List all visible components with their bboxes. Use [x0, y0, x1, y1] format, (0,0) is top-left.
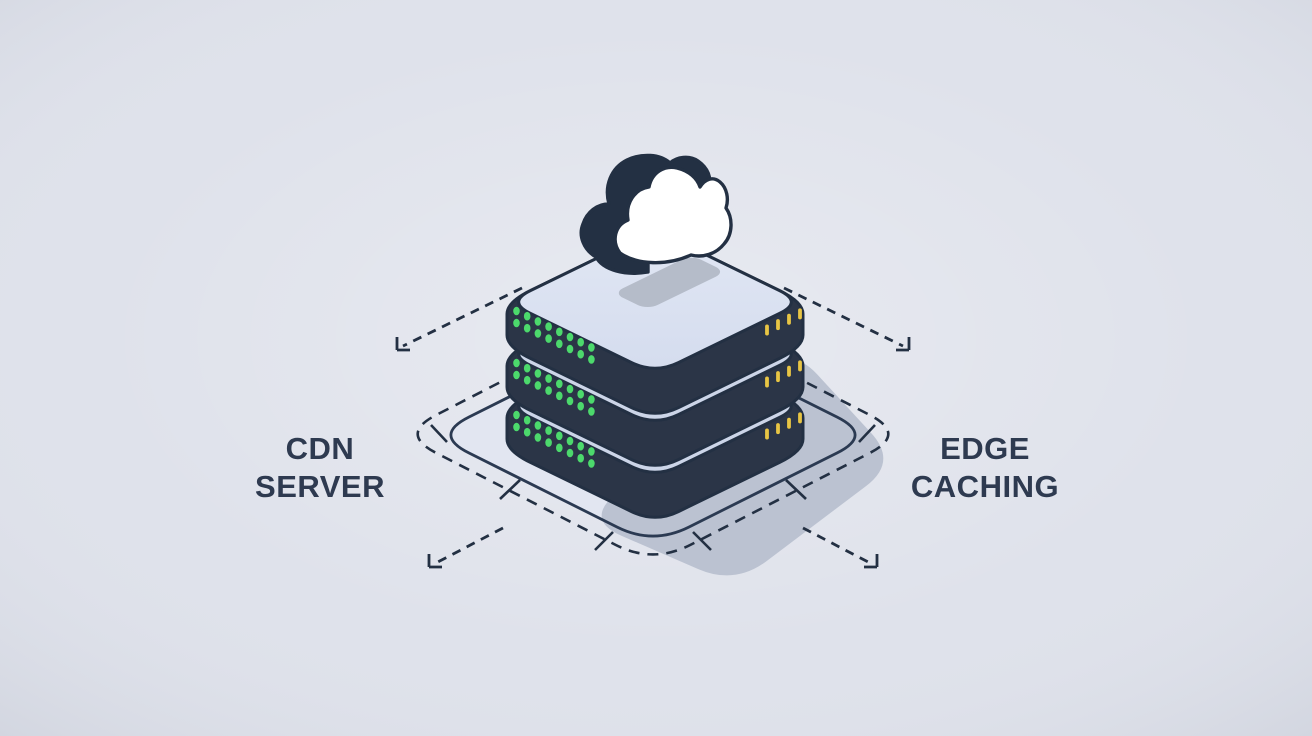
green-led [534, 317, 542, 326]
distribution-arrows [395, 286, 911, 569]
green-led [545, 322, 552, 331]
green-led [566, 396, 574, 406]
arrow-head [427, 554, 442, 569]
green-led [523, 375, 531, 385]
arrow-line [402, 286, 523, 348]
green-led [556, 327, 563, 337]
label-edge-caching-line1: EDGE [940, 431, 1030, 466]
green-led [545, 334, 552, 343]
green-led [566, 384, 574, 394]
arrow-head [864, 554, 879, 569]
green-led [513, 358, 520, 368]
yellow-led [798, 360, 802, 372]
label-cdn-server-line2: SERVER [255, 469, 385, 504]
green-led [588, 447, 595, 456]
green-led [566, 332, 574, 342]
yellow-led [776, 371, 780, 383]
arrow-line [802, 526, 873, 566]
arrow-line [783, 286, 904, 348]
connector-tick [692, 531, 712, 551]
green-led [523, 427, 531, 437]
green-led [588, 459, 595, 468]
green-led [545, 374, 552, 383]
green-led [577, 401, 584, 411]
green-led [513, 306, 520, 316]
green-led [534, 369, 542, 378]
cloud-front [613, 165, 733, 265]
server-top-pad [618, 257, 721, 307]
green-led [513, 410, 520, 420]
connector-tick [594, 531, 614, 551]
green-led [513, 370, 520, 380]
green-led [577, 441, 584, 451]
yellow-led [787, 417, 791, 429]
green-led [534, 329, 542, 338]
connector-tick [430, 424, 448, 443]
yellow-led [787, 365, 791, 377]
yellow-led [798, 412, 802, 424]
yellow-led [776, 319, 780, 331]
green-leds [513, 306, 595, 468]
connector-tick [858, 424, 876, 443]
yellow-led [765, 376, 769, 388]
green-led [588, 343, 595, 352]
green-led [556, 443, 563, 453]
green-led [513, 422, 520, 432]
arrow-out-top-left [395, 286, 523, 352]
green-led [588, 395, 595, 404]
connector-tick [499, 479, 521, 500]
arrow-line [433, 526, 504, 566]
server-stack-icon [505, 234, 805, 519]
arrow-out-top-right [783, 286, 911, 352]
arrow-head [395, 337, 410, 352]
green-led [545, 426, 552, 435]
green-led [556, 391, 563, 401]
green-led [566, 436, 574, 446]
green-led [534, 381, 542, 390]
green-led [545, 438, 552, 447]
arrow-head [896, 337, 911, 352]
yellow-led [776, 423, 780, 435]
green-led [523, 323, 531, 333]
arrow-out-bottom-right [802, 526, 879, 569]
green-led [523, 363, 531, 373]
green-led [588, 407, 595, 416]
green-led [577, 453, 584, 463]
green-led [566, 448, 574, 458]
green-led [523, 415, 531, 425]
green-led [513, 318, 520, 328]
green-led [577, 337, 584, 347]
yellow-led [798, 308, 802, 320]
green-led [523, 311, 531, 321]
connector-tick [785, 479, 807, 500]
green-led [534, 421, 542, 430]
green-led [534, 433, 542, 442]
green-led [556, 339, 563, 349]
label-cdn-server: CDN SERVER [210, 430, 430, 506]
yellow-led [765, 324, 769, 336]
green-led [566, 344, 574, 354]
green-led [577, 349, 584, 359]
green-led [556, 379, 563, 389]
label-edge-caching-line2: CACHING [910, 469, 1060, 504]
arrow-out-bottom-left [427, 526, 504, 569]
yellow-led [765, 428, 769, 440]
label-cdn-server-line1: CDN [285, 431, 355, 466]
label-edge-caching: EDGE CACHING [875, 430, 1095, 506]
green-led [588, 355, 595, 364]
yellow-leds [765, 308, 802, 440]
cloud-icon [579, 153, 733, 275]
green-led [577, 389, 584, 399]
yellow-led [787, 313, 791, 325]
green-led [545, 386, 552, 395]
green-led [556, 431, 563, 441]
boundary-connectors [430, 424, 876, 551]
